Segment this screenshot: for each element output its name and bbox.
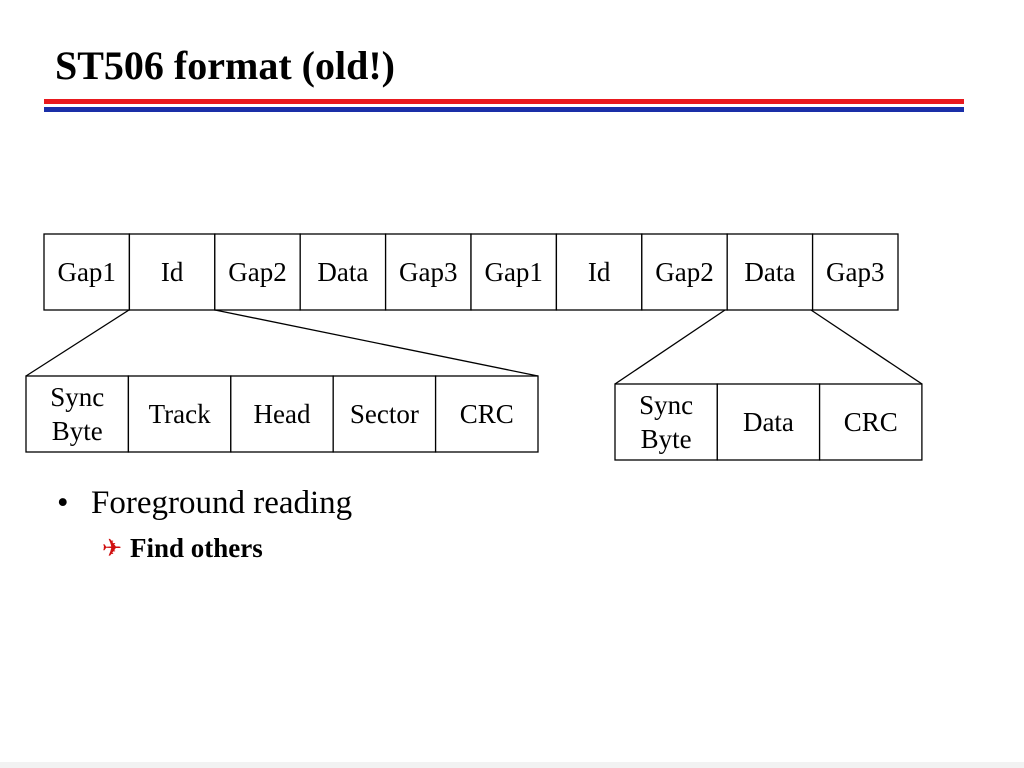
track-field-label-id: Id — [588, 257, 611, 287]
bullet-marker: • — [57, 485, 69, 521]
expand-line-data-left — [614, 309, 726, 385]
id-field-label-sync: Sync — [50, 382, 104, 412]
data-field-cell-1 — [614, 383, 718, 461]
track-field-cell-3 — [214, 233, 301, 311]
track-field-cell-7 — [555, 233, 643, 311]
track-field-cell-1 — [43, 233, 131, 311]
data-field-cell-3 — [818, 383, 923, 461]
track-field-label-gap2: Gap2 — [655, 257, 713, 287]
expand-line-data-right — [810, 309, 923, 385]
id-field-label-crc: CRC — [460, 399, 514, 429]
bullet-foreground-reading: • Foreground reading ✈Find others — [57, 484, 352, 564]
data-field-label-sync: Sync — [639, 390, 693, 420]
footer-band — [0, 762, 1024, 768]
data-field-label-byte: Byte — [641, 424, 692, 454]
track-field-label-id: Id — [161, 257, 184, 287]
bullet-text: Foreground reading — [91, 485, 353, 521]
id-field-label-head: Head — [254, 399, 311, 429]
track-field-cell-8 — [641, 233, 728, 311]
sub-bullet-find-others: ✈Find others — [102, 532, 352, 564]
id-field-label-byte: Byte — [52, 416, 103, 446]
expand-line-id-right — [214, 309, 539, 377]
track-field-label-gap3: Gap3 — [826, 257, 884, 287]
airplane-icon: ✈ — [102, 534, 123, 562]
id-field-label-sector: Sector — [350, 399, 419, 429]
sub-bullet-list: ✈Find others — [102, 532, 352, 564]
track-field-cell-9 — [726, 233, 814, 311]
title-rule-blue — [44, 107, 964, 112]
sub-bullet-text: Find others — [130, 533, 263, 563]
track-field-label-gap1: Gap1 — [484, 257, 542, 287]
track-field-cell-2 — [128, 233, 216, 311]
track-field-label-data: Data — [744, 257, 795, 287]
id-field-cell-2 — [127, 375, 232, 453]
expand-line-id-left — [25, 309, 130, 377]
track-field-label-gap2: Gap2 — [228, 257, 286, 287]
id-field-cell-3 — [230, 375, 334, 453]
data-field-cell-2 — [716, 383, 821, 461]
data-field-label-data: Data — [743, 407, 794, 437]
id-field-cell-5 — [434, 375, 539, 453]
track-field-label-gap1: Gap1 — [57, 257, 115, 287]
data-field-label-crc: CRC — [844, 407, 898, 437]
bullet-list: • Foreground reading ✈Find others — [57, 484, 352, 564]
track-field-label-data: Data — [317, 257, 368, 287]
id-field-cell-4 — [332, 375, 437, 453]
track-field-cell-10 — [811, 233, 899, 311]
title-rule-red — [44, 99, 964, 104]
slide-title: ST506 format (old!) — [55, 43, 395, 88]
track-field-label-gap3: Gap3 — [399, 257, 457, 287]
id-field-label-track: Track — [149, 399, 212, 429]
